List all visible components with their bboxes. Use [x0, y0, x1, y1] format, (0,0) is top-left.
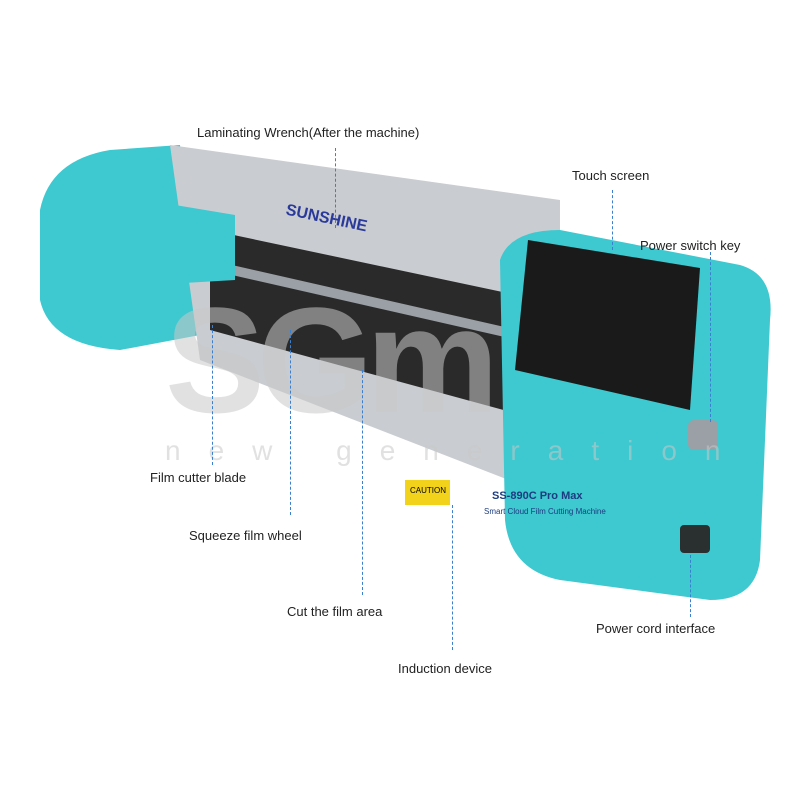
label-laminating-wrench: Laminating Wrench(After the machine) — [197, 125, 420, 140]
power-port — [680, 525, 710, 553]
label-squeeze-wheel: Squeeze film wheel — [189, 528, 302, 543]
label-touch-screen: Touch screen — [572, 168, 650, 183]
model-subtitle: Smart Cloud Film Cutting Machine — [484, 507, 606, 516]
watermark-tagline: new generation — [165, 435, 749, 466]
model-name: SS-890C Pro Max — [492, 490, 583, 502]
label-power-switch: Power switch key — [640, 238, 741, 253]
left-end-cap — [40, 145, 200, 350]
leader-line — [710, 252, 711, 422]
label-cut-area: Cut the film area — [287, 604, 383, 619]
leader-line — [690, 555, 691, 617]
leader-line — [362, 370, 363, 595]
watermark-logo: SGm — [165, 276, 499, 444]
label-power-cord: Power cord interface — [596, 621, 716, 636]
label-film-cutter: Film cutter blade — [150, 470, 247, 485]
power-switch — [688, 420, 718, 450]
leader-line — [335, 148, 336, 228]
leader-line — [290, 330, 291, 515]
leader-line — [452, 505, 453, 650]
leader-line — [212, 325, 213, 465]
touch-screen — [515, 240, 700, 410]
rail — [210, 260, 540, 345]
leader-line — [612, 190, 613, 250]
caution-text: CAUTION — [410, 486, 446, 495]
label-induction: Induction device — [398, 661, 492, 676]
caution-sticker — [405, 480, 450, 505]
cutting-area — [210, 230, 540, 420]
cutter-head — [139, 203, 235, 285]
